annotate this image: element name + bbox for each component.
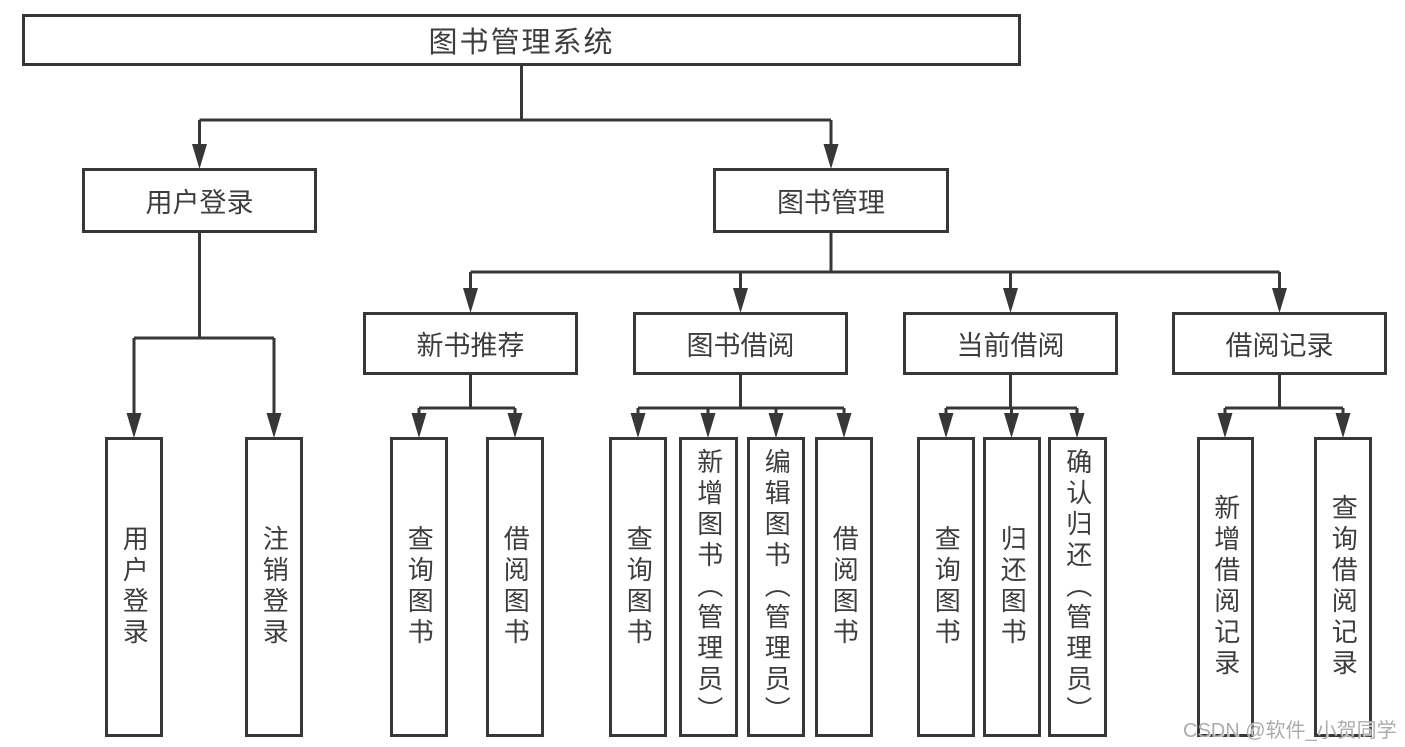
node-borrowing-records: 借阅记录 bbox=[1172, 312, 1387, 375]
node-library-management-system-label: 图书管理系统 bbox=[428, 27, 615, 59]
connector-records-to-children bbox=[1223, 374, 1345, 414]
connector-current-to-children bbox=[944, 374, 1079, 414]
node-borrow-books-label: 借阅图书 bbox=[829, 525, 860, 649]
node-return-book-label: 归还图书 bbox=[997, 525, 1028, 649]
node-edit-book-admin-label: 编辑图书（管理员） bbox=[761, 447, 792, 727]
arrowheads bbox=[126, 144, 1351, 438]
node-add-book-admin: 新增图书（管理员） bbox=[679, 437, 738, 737]
node-edit-book-admin: 编辑图书（管理员） bbox=[747, 437, 805, 737]
node-logout: 注销登录 bbox=[245, 437, 303, 737]
node-book-borrowing-label: 图书借阅 bbox=[686, 331, 795, 361]
node-query-books-recommend: 查询图书 bbox=[390, 437, 448, 737]
node-user-login: 用户登录 bbox=[82, 168, 317, 233]
node-user-login-label: 用户登录 bbox=[145, 188, 254, 218]
node-user-login-leaf: 用户登录 bbox=[105, 437, 163, 737]
node-confirm-return-admin: 确认归还（管理员） bbox=[1048, 437, 1107, 737]
node-borrow-books-recommend-label: 借阅图书 bbox=[500, 525, 531, 649]
connector-root-to-level2 bbox=[198, 66, 833, 146]
node-query-books-recommend-label: 查询图书 bbox=[404, 525, 435, 649]
connector-newbook-to-children bbox=[417, 374, 517, 414]
node-confirm-return-admin-label: 确认归还（管理员） bbox=[1062, 447, 1093, 727]
node-query-books-borrowing-label: 查询图书 bbox=[623, 525, 654, 649]
node-add-borrow-record-label: 新增借阅记录 bbox=[1210, 494, 1241, 680]
node-query-books-borrowing: 查询图书 bbox=[609, 437, 667, 737]
node-return-book: 归还图书 bbox=[983, 437, 1041, 737]
node-query-books-current-label: 查询图书 bbox=[931, 525, 962, 649]
connector-borrowing-to-children bbox=[636, 374, 846, 414]
connector-userlogin-to-children bbox=[132, 232, 276, 414]
node-borrow-books-recommend: 借阅图书 bbox=[486, 437, 544, 737]
node-add-book-admin-label: 新增图书（管理员） bbox=[693, 447, 724, 727]
node-new-book-recommendation-label: 新书推荐 bbox=[416, 331, 525, 361]
node-query-borrow-record-label: 查询借阅记录 bbox=[1328, 494, 1359, 680]
node-user-login-leaf-label: 用户登录 bbox=[119, 525, 150, 649]
node-query-borrow-record: 查询借阅记录 bbox=[1314, 437, 1372, 737]
node-book-management-label: 图书管理 bbox=[777, 188, 885, 218]
node-logout-label: 注销登录 bbox=[259, 525, 290, 649]
connector-bookmgmt-to-level3 bbox=[469, 232, 1281, 290]
csdn-watermark: CSDN @软件_小贺同学 bbox=[1183, 720, 1397, 742]
node-new-book-recommendation: 新书推荐 bbox=[363, 312, 578, 375]
node-borrowing-records-label: 借阅记录 bbox=[1225, 331, 1334, 361]
node-add-borrow-record: 新增借阅记录 bbox=[1197, 437, 1254, 737]
node-query-books-current: 查询图书 bbox=[917, 437, 975, 737]
node-current-borrowing-label: 当前借阅 bbox=[956, 331, 1065, 361]
node-book-management: 图书管理 bbox=[713, 168, 949, 233]
node-current-borrowing: 当前借阅 bbox=[903, 312, 1118, 375]
node-borrow-books: 借阅图书 bbox=[815, 437, 873, 737]
node-book-borrowing: 图书借阅 bbox=[633, 312, 848, 375]
node-library-management-system: 图书管理系统 bbox=[22, 14, 1021, 66]
